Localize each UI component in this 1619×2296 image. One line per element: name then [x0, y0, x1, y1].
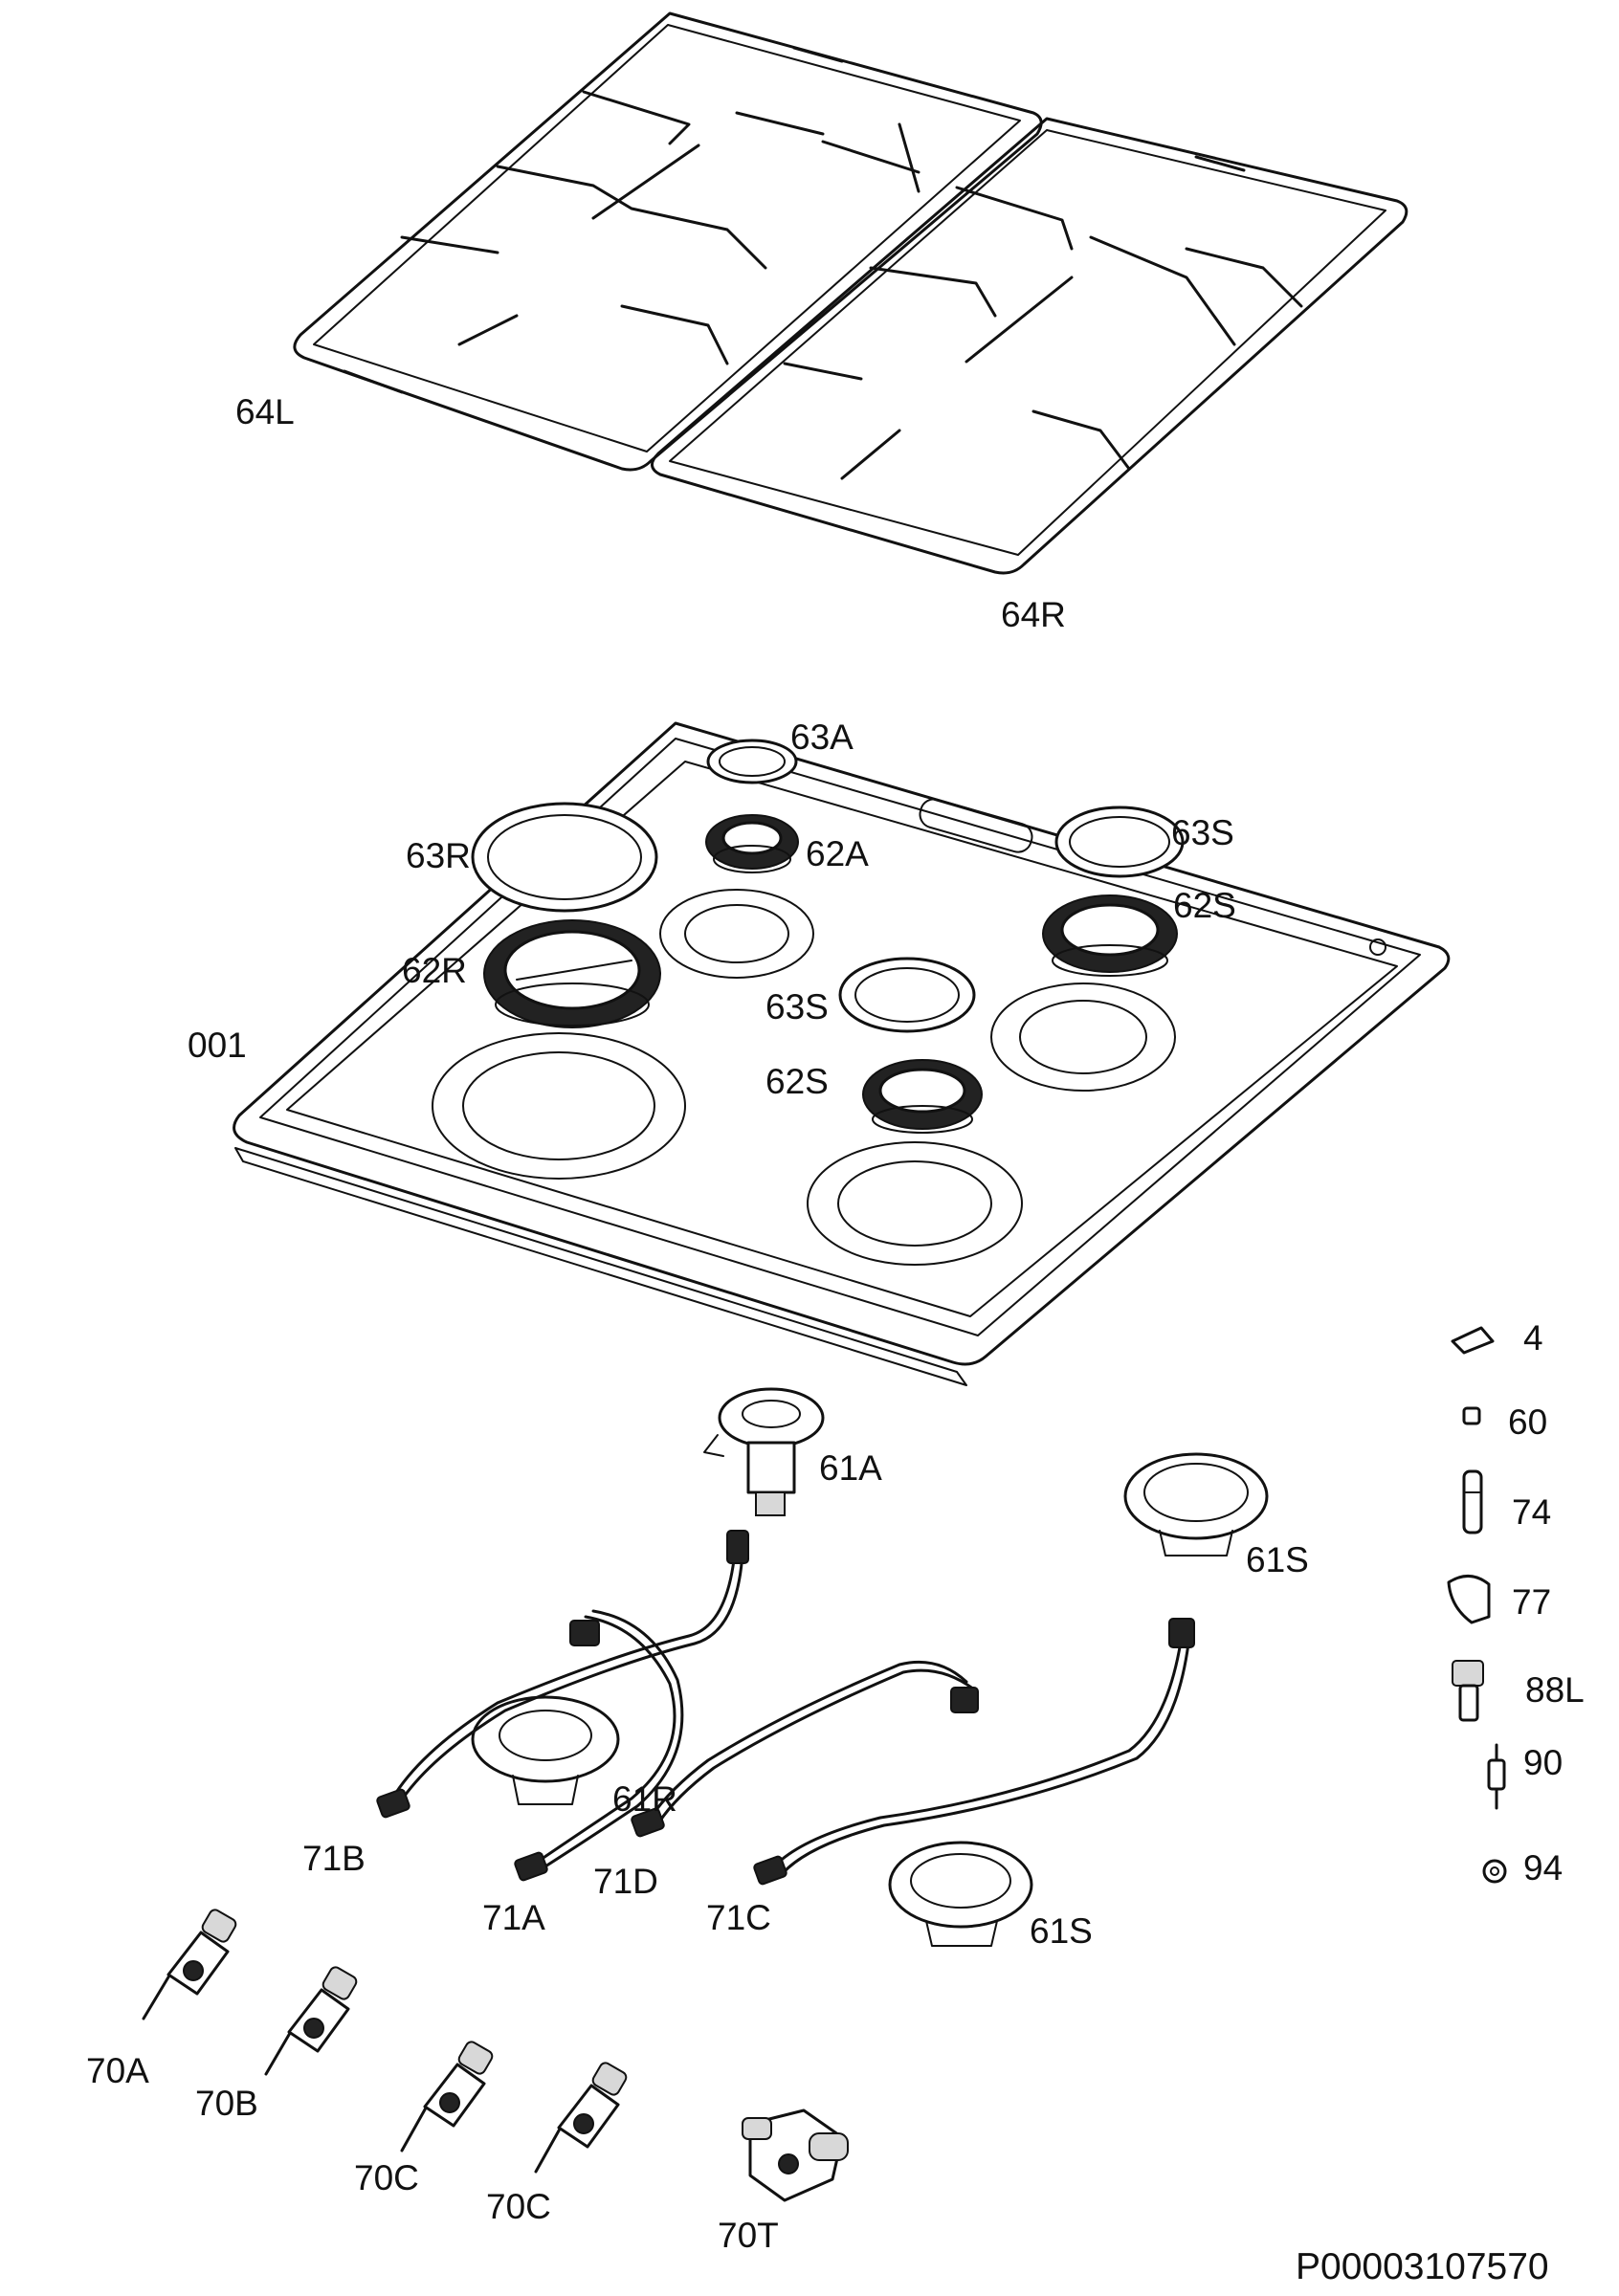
label-63s-mid: 63S: [765, 987, 829, 1027]
crown-62a[interactable]: [705, 814, 799, 873]
part-94-washer-icon[interactable]: [1482, 1859, 1507, 1884]
label-63r: 63R: [406, 836, 471, 875]
valve-70b[interactable]: [264, 1965, 358, 2076]
grate-64l[interactable]: [293, 11, 1043, 472]
label-61s-top: 61S: [1246, 1540, 1309, 1579]
label-70c-1: 70C: [354, 2158, 419, 2197]
label-77: 77: [1512, 1582, 1552, 1622]
label-001: 001: [188, 1026, 247, 1065]
part-88l-connector-icon[interactable]: [1452, 1660, 1484, 1722]
crown-62r[interactable]: [483, 919, 661, 1028]
label-4: 4: [1523, 1318, 1543, 1358]
label-61a: 61A: [819, 1448, 882, 1488]
label-70t: 70T: [718, 2216, 779, 2255]
burner-base-61s-top[interactable]: [1123, 1452, 1269, 1556]
pipe-71b[interactable]: [376, 1530, 749, 1819]
label-64r: 64R: [1001, 595, 1066, 634]
label-63a: 63A: [790, 718, 854, 757]
burner-base-61s-bottom[interactable]: [888, 1841, 1033, 1947]
label-71d: 71D: [593, 1862, 658, 1901]
label-90: 90: [1523, 1743, 1564, 1782]
part-4-clip-icon[interactable]: [1451, 1326, 1495, 1355]
label-61r: 61R: [612, 1779, 677, 1819]
label-64l: 64L: [235, 392, 295, 431]
grate-64r[interactable]: [651, 117, 1408, 575]
label-61s-bottom: 61S: [1030, 1911, 1093, 1951]
pipe-71c[interactable]: [753, 1618, 1195, 1886]
drawing-code: P00003107570: [1296, 2246, 1549, 2287]
label-62s-top: 62S: [1173, 886, 1236, 925]
part-90-electrode-icon[interactable]: [1487, 1743, 1506, 1810]
ring-63s-top[interactable]: [1054, 806, 1185, 878]
label-71b: 71B: [302, 1839, 366, 1878]
part-60-nut-icon[interactable]: [1462, 1406, 1481, 1425]
label-70a: 70A: [86, 2051, 149, 2090]
label-63s-top: 63S: [1171, 813, 1234, 852]
label-62s-mid: 62S: [765, 1062, 829, 1101]
valve-70t[interactable]: [742, 2108, 849, 2202]
ring-63r[interactable]: [471, 802, 658, 913]
pipe-71d[interactable]: [631, 1660, 979, 1838]
valve-70c-2[interactable]: [534, 2061, 628, 2174]
ring-63s-mid[interactable]: [838, 957, 976, 1033]
label-70b: 70B: [195, 2084, 258, 2123]
part-74-thermocouple-icon[interactable]: [1462, 1469, 1483, 1534]
label-71c: 71C: [706, 1898, 771, 1937]
hob-top-001[interactable]: [233, 721, 1451, 1386]
burner-base-61a[interactable]: [703, 1387, 825, 1516]
crown-62s-top[interactable]: [1042, 894, 1178, 977]
burner-base-61r[interactable]: [471, 1695, 620, 1805]
label-62a: 62A: [806, 834, 869, 873]
label-62r: 62R: [402, 951, 467, 990]
label-71a: 71A: [482, 1898, 545, 1937]
label-88l: 88L: [1525, 1670, 1585, 1710]
label-74: 74: [1512, 1492, 1552, 1532]
valve-70a[interactable]: [142, 1908, 237, 2020]
label-94: 94: [1523, 1848, 1564, 1888]
pipe-71a[interactable]: [514, 1609, 684, 1882]
label-70c-2: 70C: [486, 2187, 551, 2226]
crown-62s-mid[interactable]: [862, 1059, 983, 1134]
part-77-elbow-icon[interactable]: [1447, 1575, 1491, 1624]
valve-70c-1[interactable]: [400, 2040, 494, 2152]
label-60: 60: [1508, 1402, 1548, 1442]
